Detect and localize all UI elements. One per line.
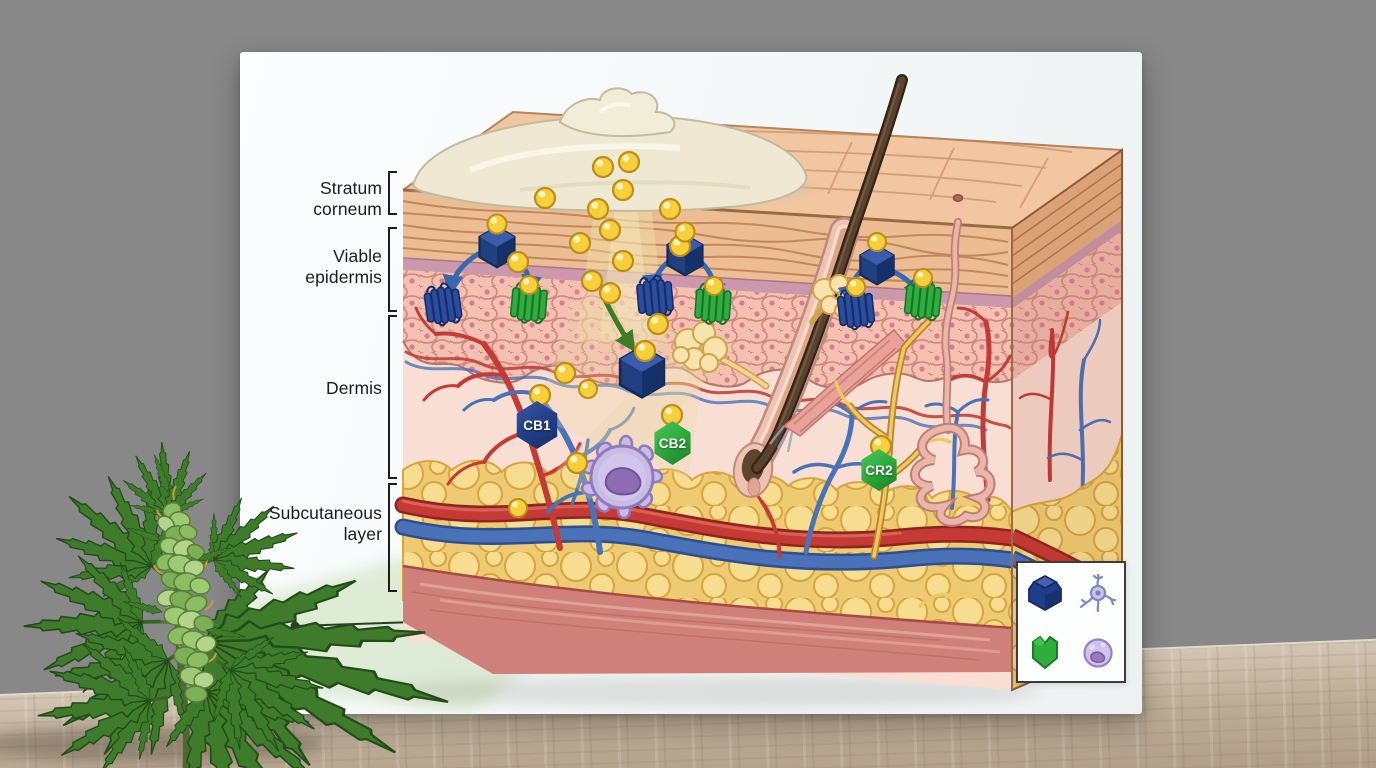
blue-receptor-block-icon [1027,574,1062,611]
immune-cell-icon [1082,637,1113,668]
legend-box [1016,561,1126,683]
green-receptor-shield-icon [1031,635,1058,669]
label-viable-epidermis: Viable epidermis [305,246,382,287]
dermal-papilla [747,477,761,497]
fan-leaves [21,438,473,768]
hair-follicle [672,74,908,498]
neuron-icon [1079,573,1116,612]
label-subcutaneous-layer: Subcutaneous layer [268,503,382,544]
arrector-pili-muscle [769,328,908,453]
vein [394,518,1021,571]
cannabis-bud [121,452,247,703]
label-dermis: Dermis [325,378,382,398]
layer-brackets [388,171,397,592]
sweat-pore [952,194,964,202]
muscle-layer [402,564,1013,674]
label-stratum-corneum: Stratum corneum [313,178,382,219]
immune-cell [580,434,664,520]
sebaceous-gland [672,321,770,390]
sweat-gland [910,218,996,527]
